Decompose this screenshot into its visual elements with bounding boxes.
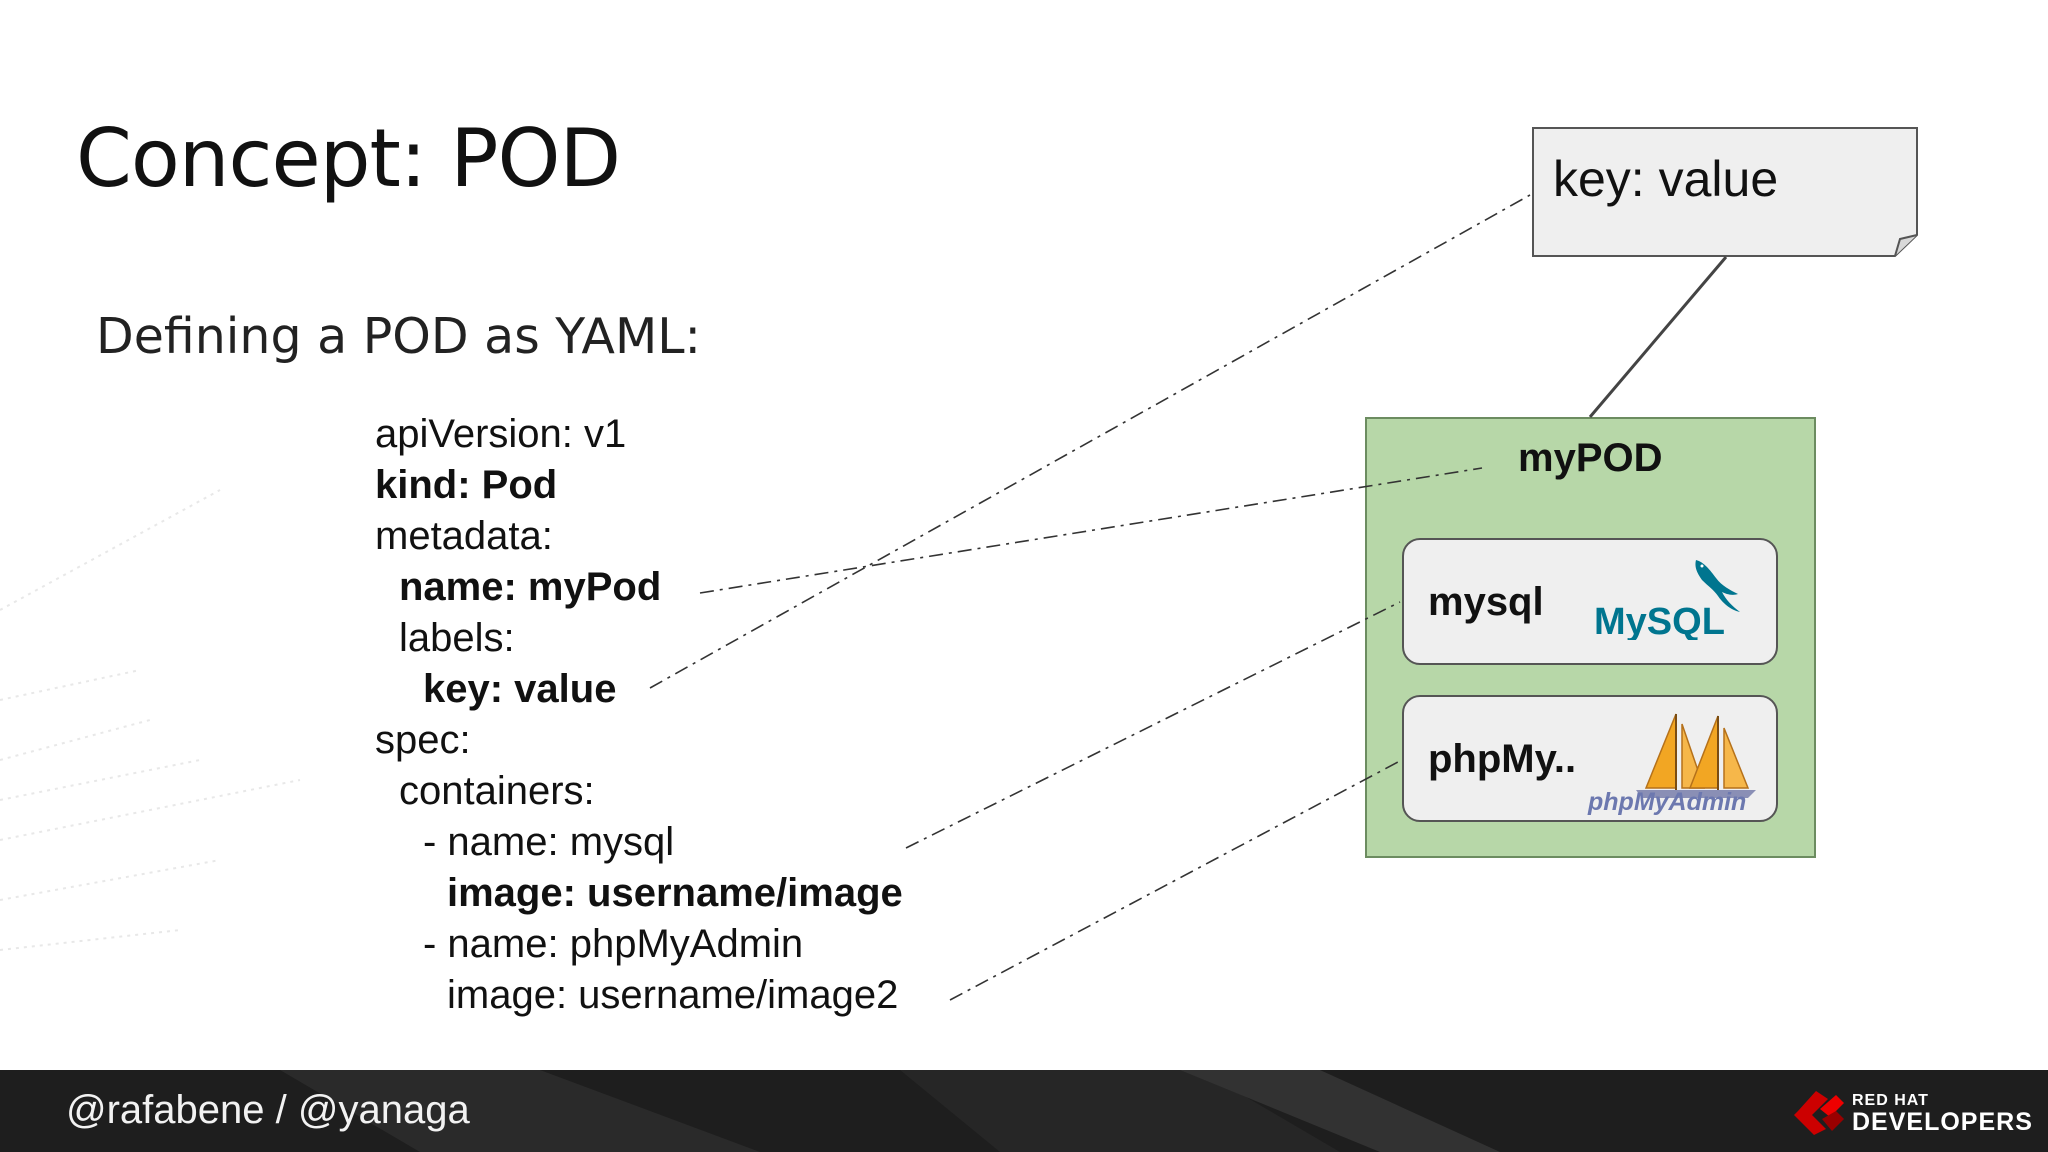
- yaml-line: image: username/image2: [447, 973, 899, 1017]
- slide-subtitle: Defining a POD as YAML:: [96, 308, 702, 365]
- container-label-mysql: mysql: [1428, 580, 1544, 624]
- mysql-logo-text: MySQL: [1594, 601, 1725, 640]
- yaml-line: labels:: [399, 616, 515, 660]
- yaml-line: key: value: [423, 667, 617, 711]
- yaml-line: metadata:: [375, 514, 553, 558]
- footer: [0, 1070, 2048, 1152]
- phpmyadmin-logo-text: phpMyAdmin: [1587, 788, 1746, 816]
- label-note-text: key: value: [1553, 151, 1779, 207]
- mysql-logo: MySQL: [1594, 560, 1740, 640]
- phpmyadmin-logo: phpMyAdmin: [1587, 713, 1756, 816]
- brand-bottom-text: DEVELOPERS: [1852, 1108, 2033, 1136]
- container-label-phpmyadmin: phpMy..: [1428, 737, 1577, 781]
- redhat-developers-logo: [1794, 1091, 1844, 1135]
- brand-top-text: RED HAT: [1852, 1092, 1929, 1109]
- slide-title: Concept: POD: [76, 112, 621, 205]
- pod-title: myPOD: [1518, 436, 1663, 480]
- yaml-line: kind: Pod: [375, 463, 558, 507]
- yaml-line: image: username/image: [447, 871, 903, 915]
- footer-handles: @rafabene / @yanaga: [66, 1088, 470, 1132]
- label-note: [1532, 127, 1918, 257]
- yaml-line: name: myPod: [399, 565, 662, 609]
- yaml-line: - name: mysql: [423, 820, 675, 864]
- yaml-line: - name: phpMyAdmin: [423, 922, 804, 966]
- yaml-line: containers:: [399, 769, 595, 813]
- footer-decoration: [280, 1070, 1500, 1152]
- yaml-line: apiVersion: v1: [375, 412, 627, 456]
- yaml-line: spec:: [375, 718, 471, 762]
